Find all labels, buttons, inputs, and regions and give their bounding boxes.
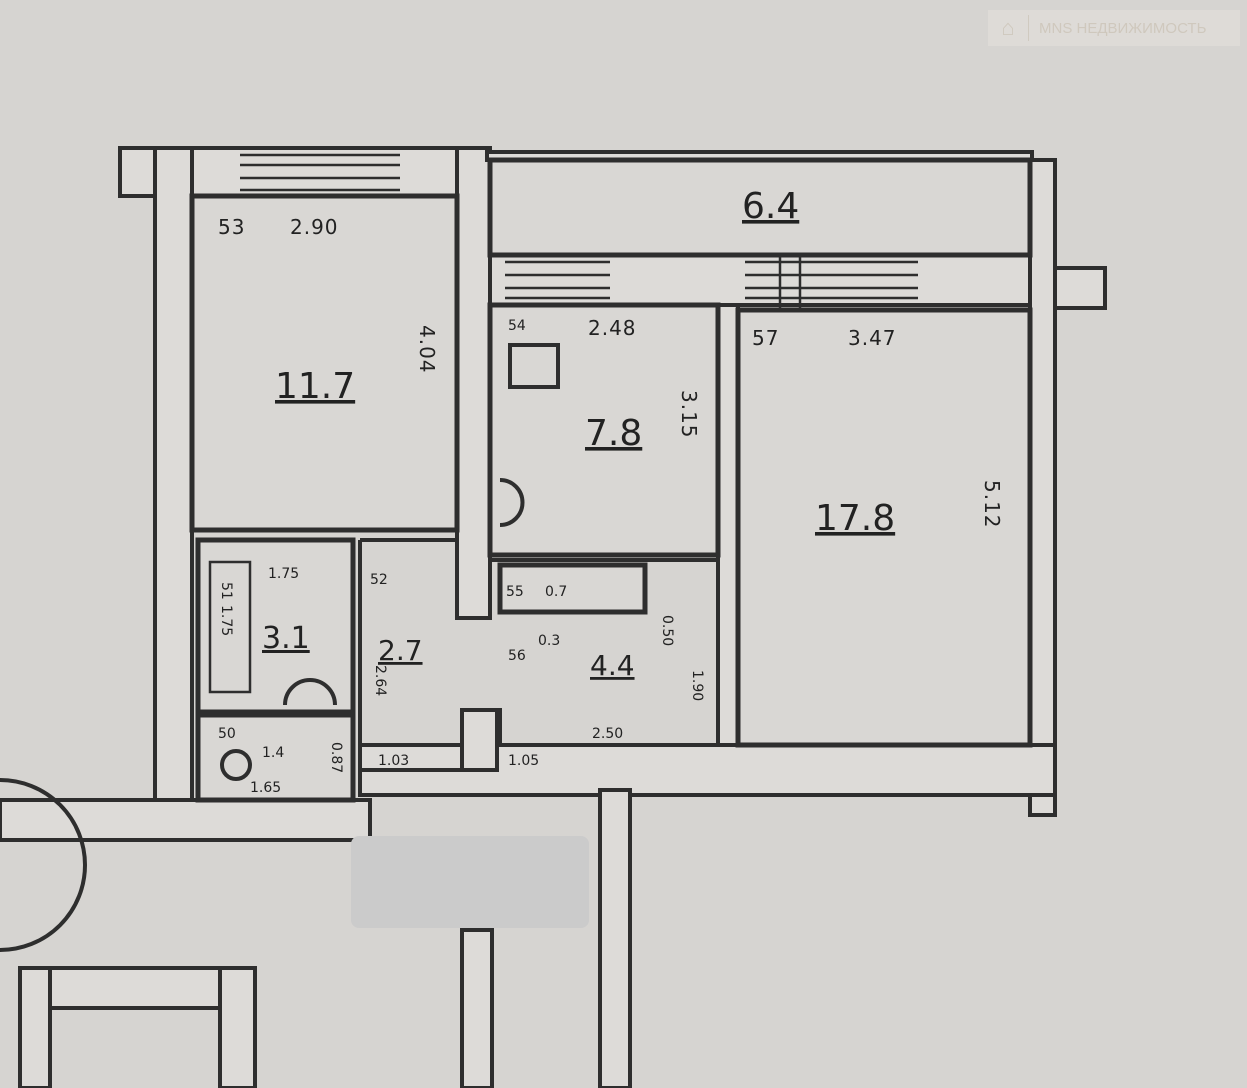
room-11-7: [189, 193, 460, 533]
room-number: 53: [218, 215, 245, 239]
dimension: 0.87: [328, 742, 344, 773]
room-number: 51: [218, 582, 234, 600]
dimension: 5.12: [980, 480, 1004, 529]
room-number: 54: [508, 318, 526, 334]
pantry: [497, 562, 648, 615]
house-icon: ⌂: [988, 15, 1029, 41]
room-area: 7.8: [585, 413, 642, 454]
balcony: [487, 157, 1033, 258]
dimension: 0.50: [659, 615, 675, 646]
dimension: 1.90: [689, 670, 705, 701]
walls: [0, 146, 1107, 1088]
door-arc: [0, 778, 87, 952]
room-area: 0.7: [545, 584, 567, 600]
bathroom: [195, 537, 356, 715]
room-area: 17.8: [815, 498, 895, 539]
room-area: 3.1: [262, 621, 310, 656]
dimension: 3.15: [677, 390, 701, 439]
dimension: 2.64: [372, 665, 388, 696]
room-17-8: [735, 307, 1033, 748]
bathtub-icon: [208, 560, 252, 694]
stove-icon: [508, 343, 560, 389]
dimension: 1.75: [218, 605, 234, 636]
room-number: 56: [508, 648, 526, 664]
sink-icon: [283, 678, 337, 706]
dimension: 2.50: [592, 726, 623, 742]
dimension: 1.75: [268, 566, 299, 582]
room-area: 4.4: [590, 649, 635, 682]
redacted-area: [351, 836, 589, 928]
dimension: 1.65: [250, 780, 281, 796]
room-number: 52: [370, 572, 388, 588]
balcony-area: 6.4: [742, 186, 799, 227]
dimension: 2.48: [588, 316, 637, 340]
watermark: ⌂ MNS НЕДВИЖИМОСТЬ: [988, 10, 1240, 46]
kitchen-sink-icon: [499, 478, 525, 527]
hall: [358, 538, 720, 772]
room-number: 57: [752, 326, 779, 350]
dimension: 4.04: [415, 325, 439, 374]
dimension: 2.90: [290, 215, 339, 239]
dimension: 3.47: [848, 326, 897, 350]
room-area: 2.7: [378, 634, 423, 667]
dimension: 0.3: [538, 633, 560, 649]
toilet: [195, 712, 356, 803]
toilet-icon: [220, 749, 252, 781]
dimension: 1.05: [508, 753, 539, 769]
room-number: 50: [218, 726, 236, 742]
dimension: 1.03: [378, 753, 409, 769]
room-area: 11.7: [275, 366, 355, 407]
room-area: 1.4: [262, 745, 284, 761]
watermark-text: MNS НЕДВИЖИМОСТЬ: [1039, 19, 1207, 37]
room-number: 55: [506, 584, 524, 600]
